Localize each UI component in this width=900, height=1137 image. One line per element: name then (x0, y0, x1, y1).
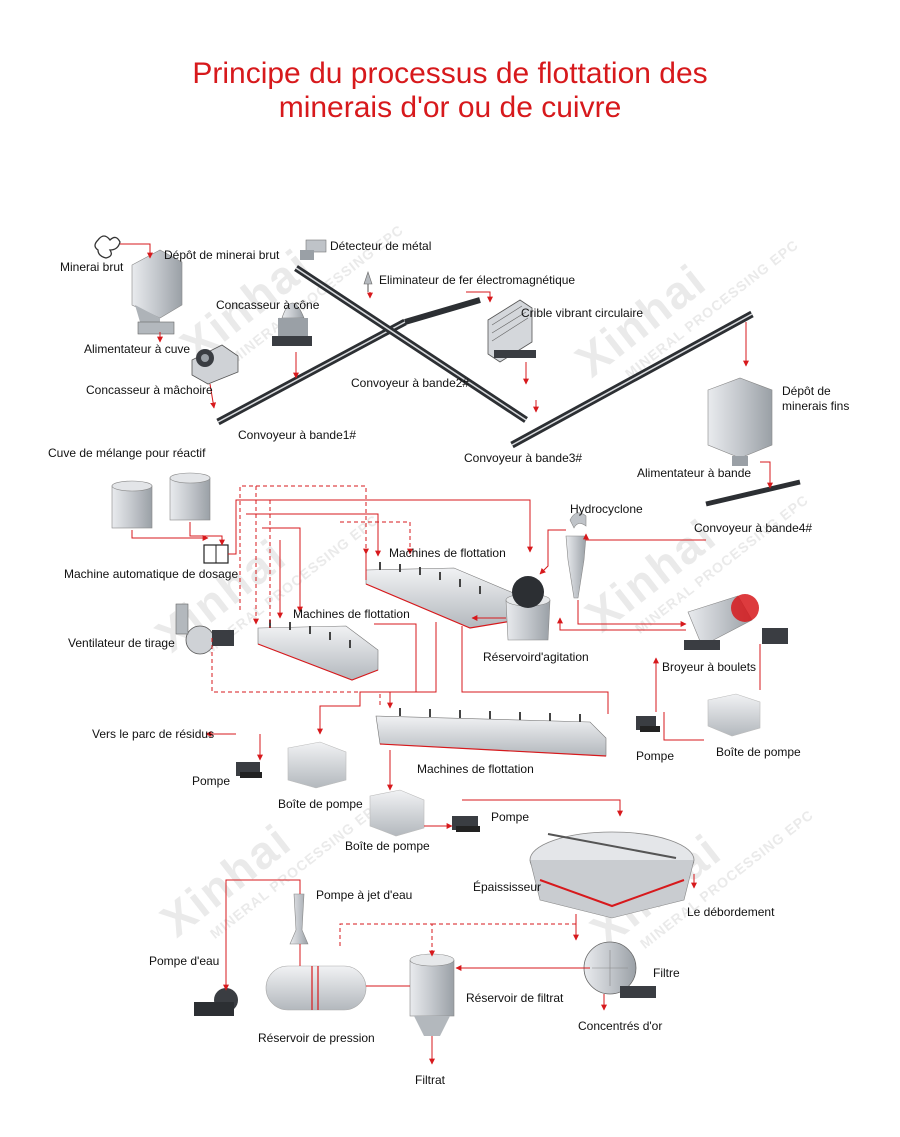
dosing-machine-icon (203, 544, 229, 564)
water-pump-icon (194, 988, 238, 1016)
label-detecteur-metal: Détecteur de métal (330, 239, 432, 253)
label-machines-flottation-3: Machines de flottation (417, 762, 534, 776)
blower-icon (175, 603, 234, 655)
label-boite-pompe-1: Boîte de pompe (278, 797, 363, 811)
label-boite-pompe-3: Boîte de pompe (716, 745, 801, 759)
water-jet-pump-icon (289, 893, 309, 945)
label-eliminateur-fer: Eliminateur de fer électromagnétique (379, 273, 576, 287)
label-machines-flottation-1: Machines de flottation (389, 546, 506, 560)
label-pompe-jet-eau: Pompe à jet d'eau (316, 888, 413, 902)
pump-box-1-icon (287, 741, 347, 789)
raw-ore-icon (94, 235, 121, 259)
label-concasseur-machoire: Concasseur à mâchoire (86, 383, 213, 397)
pump-box-2-icon (369, 789, 425, 837)
label-crible-vibrant: Crible vibrant circulaire (521, 306, 644, 320)
cone-crusher-icon (272, 302, 312, 346)
label-concasseur-cone: Concasseur à cône (216, 298, 320, 312)
flotation-machines-1-icon (365, 562, 531, 629)
title-line-2: minerais d'or ou de cuivre (278, 91, 622, 124)
label-broyeur-boulets: Broyeur à boulets (662, 660, 757, 674)
hydrocyclone-icon (565, 512, 587, 599)
pressure-tank-icon (265, 965, 367, 1011)
label-machine-dosage: Machine automatique de dosage (64, 567, 239, 581)
label-convoyeur-bande3: Convoyeur à bande3# (464, 451, 583, 465)
flotation-machines-3-icon (375, 708, 607, 757)
label-hydrocyclone: Hydrocyclone (570, 502, 643, 516)
raw-ore-bin-icon (131, 249, 183, 330)
label-alimentateur-bande: Alimentateur à bande (637, 466, 752, 480)
label-alimentateur-cuve: Alimentateur à cuve (84, 342, 191, 356)
label-boite-pompe-2: Boîte de pompe (345, 839, 430, 853)
label-minerai-brut: Minerai brut (60, 260, 124, 274)
pump-1-icon (236, 762, 262, 778)
label-ventilateur-tirage: Ventilateur de tirage (68, 636, 175, 650)
conveyor-2b-icon (404, 297, 481, 325)
label-reservoir-agitation: Réservoird'agitation (483, 650, 589, 664)
dashed-flow-lines (211, 485, 576, 957)
pump-3-icon (636, 716, 660, 732)
vibrating-screen-icon (487, 299, 536, 363)
label-filtre: Filtre (653, 966, 680, 980)
pump-box-3-icon (707, 693, 761, 737)
jaw-crusher-icon (191, 344, 239, 385)
thickener-icon (529, 831, 695, 919)
label-pompe-eau: Pompe d'eau (149, 954, 220, 968)
reagent-lines (228, 499, 533, 619)
pump-2-icon (452, 816, 480, 832)
label-depot-minerais-fins-1: Dépôt de (782, 384, 831, 398)
conveyor-2-icon (294, 265, 528, 423)
label-concentres-or: Concentrés d'or (578, 1019, 663, 1033)
filtrate-tank-icon (409, 953, 455, 1036)
metal-detector-icon (300, 239, 327, 260)
magnetic-separator-icon (363, 271, 373, 292)
fine-ore-bin-icon (707, 377, 773, 466)
label-reservoir-filtrat: Réservoir de filtrat (466, 991, 564, 1005)
label-vers-parc-residus: Vers le parc de résidus (92, 727, 215, 741)
label-reservoir-pression: Réservoir de pression (258, 1031, 375, 1045)
agitation-tank-icon (505, 576, 551, 641)
label-machines-flottation-2: Machines de flottation (293, 607, 410, 621)
ball-mill-icon (684, 594, 788, 650)
label-cuve-melange: Cuve de mélange pour réactif (48, 446, 206, 460)
flotation-machines-2-icon (257, 620, 379, 681)
tank-feeder-icon (137, 321, 175, 335)
reagent-tank-2-icon (169, 472, 211, 521)
reagent-tank-1-icon (111, 480, 153, 529)
label-le-debordement: Le débordement (687, 905, 775, 919)
label-pompe-3: Pompe (636, 749, 675, 763)
flow-lines (120, 243, 773, 1065)
conveyor-3-icon (510, 310, 754, 449)
label-convoyeur-bande2: Convoyeur à bande2# (351, 376, 470, 390)
label-pompe-1: Pompe (192, 774, 231, 788)
label-convoyeur-bande4: Convoyeur à bande4# (694, 521, 813, 535)
title-line-1: Principe du processus de flottation des (192, 57, 708, 90)
label-pompe-2: Pompe (491, 810, 530, 824)
filter-icon (583, 941, 656, 998)
label-filtrat: Filtrat (415, 1073, 445, 1087)
conveyor-1-icon (216, 318, 407, 426)
label-depot-minerais-fins-2: minerais fins (782, 399, 850, 413)
conveyor-4-icon (705, 479, 801, 507)
label-depot-minerai-brut: Dépôt de minerai brut (164, 248, 280, 262)
label-convoyeur-bande1: Convoyeur à bande1# (238, 428, 357, 442)
label-epaississeur: Épaississeur (473, 880, 542, 894)
